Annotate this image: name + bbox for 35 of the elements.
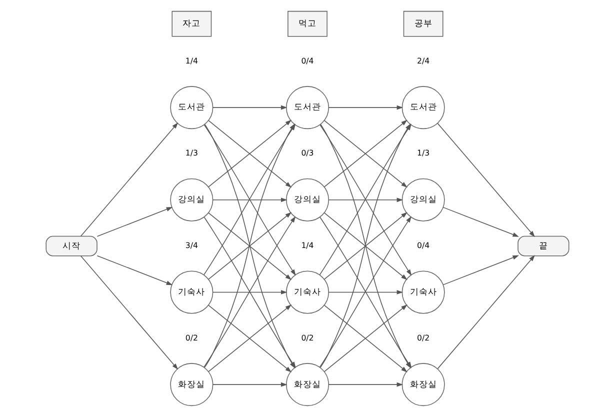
arrow bbox=[328, 198, 404, 202]
node-circle: 강의실 bbox=[170, 178, 214, 222]
node-label: 0/2 bbox=[301, 333, 314, 342]
node-label: 1/3 bbox=[417, 148, 430, 158]
node-box: 먹고 bbox=[288, 10, 328, 37]
arrow bbox=[212, 198, 288, 202]
arrow bbox=[80, 256, 178, 370]
arrow bbox=[212, 290, 288, 294]
arrow bbox=[80, 122, 178, 236]
node-label: 3/4 bbox=[185, 241, 198, 250]
arrow bbox=[212, 382, 288, 387]
node-label: 1/4 bbox=[185, 56, 198, 66]
node-circle: 기숙사 bbox=[170, 270, 214, 314]
node-label: 1/4 bbox=[301, 241, 314, 250]
node-box: 공부 bbox=[403, 10, 444, 37]
node-label: 0/4 bbox=[301, 56, 314, 66]
arrow bbox=[96, 255, 173, 286]
node-label: 2/4 bbox=[417, 56, 430, 66]
arrow bbox=[212, 105, 288, 110]
node-label: 0/2 bbox=[185, 333, 198, 342]
arrow bbox=[328, 105, 404, 110]
arrow bbox=[328, 382, 404, 387]
node-label: 0/4 bbox=[417, 241, 430, 250]
arrow bbox=[96, 207, 173, 237]
node-box: 끝 bbox=[518, 236, 570, 256]
arrow bbox=[328, 290, 404, 294]
node-label: 0/3 bbox=[301, 148, 314, 158]
node-label: 0/2 bbox=[417, 333, 430, 342]
arrow bbox=[437, 255, 535, 370]
node-box: 시작 bbox=[46, 236, 98, 256]
arrow bbox=[442, 255, 519, 286]
node-box: 자고 bbox=[172, 10, 212, 37]
arrow bbox=[442, 206, 519, 237]
node-label: 1/3 bbox=[185, 148, 198, 158]
arrow bbox=[437, 123, 535, 238]
